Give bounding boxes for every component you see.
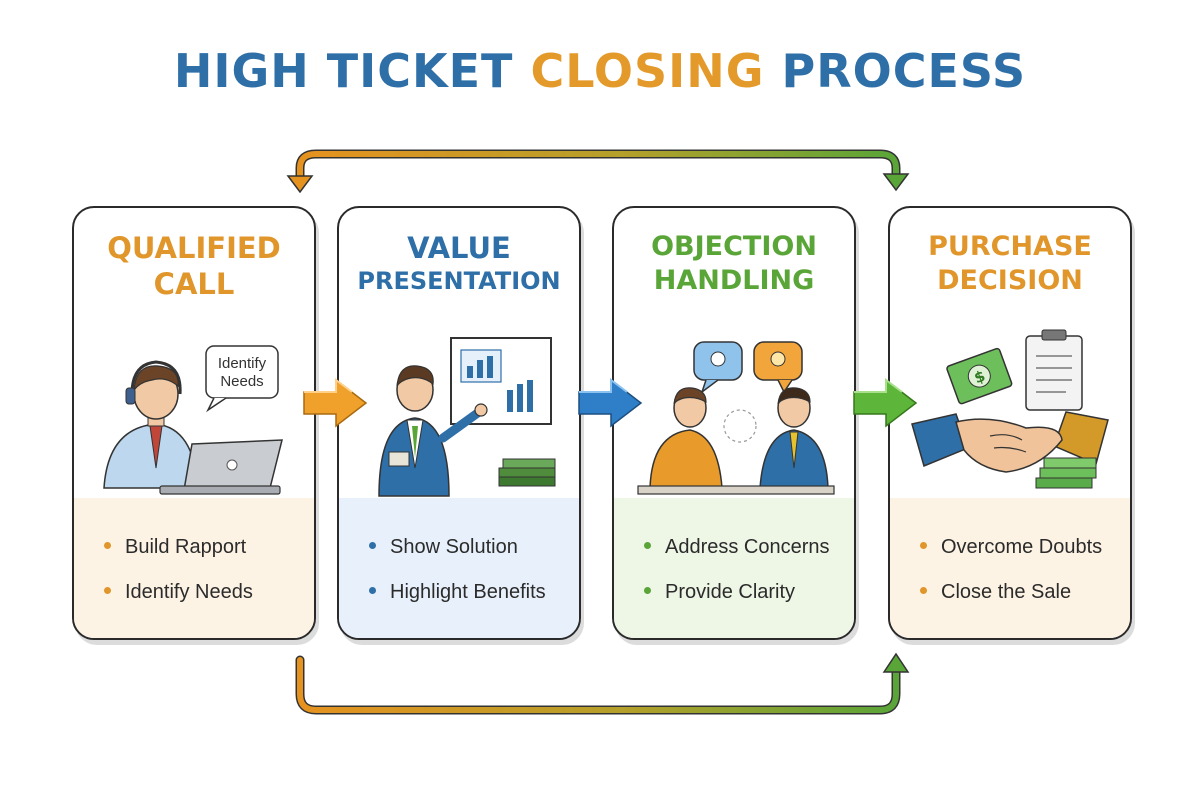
stage-title: OBJECTION HANDLING bbox=[614, 230, 854, 298]
stage-bullets: Overcome Doubts Close the Sale bbox=[890, 498, 1130, 638]
bullet-text: Highlight Benefits bbox=[390, 581, 546, 603]
bullet-text: Build Rapport bbox=[125, 536, 247, 558]
stage-title-line-2: PRESENTATION bbox=[357, 267, 561, 296]
stage-title: PURCHASE DECISION bbox=[890, 230, 1130, 298]
bullet-text: Show Solution bbox=[390, 536, 518, 558]
title-part-1: HIGH TICKET bbox=[173, 44, 531, 98]
title-part-2: CLOSING bbox=[530, 44, 765, 98]
bottom-loop-arrow-icon bbox=[295, 652, 910, 715]
stage-card-qualified-call: QUALIFIED CALL Identify Needs Build Rapp… bbox=[72, 206, 316, 640]
stage-title-line-1: PURCHASE bbox=[928, 231, 1092, 262]
stage-title-line-1: OBJECTION bbox=[651, 231, 817, 262]
stage-title-line-1: QUALIFIED bbox=[107, 231, 281, 265]
stage-title: QUALIFIED CALL bbox=[74, 230, 314, 303]
arrow-right-icon bbox=[578, 378, 643, 428]
stage-title-line-2: HANDLING bbox=[653, 264, 815, 296]
bullet-item: Identify Needs bbox=[104, 581, 253, 604]
diagram-title: HIGH TICKET CLOSING PROCESS bbox=[0, 44, 1200, 98]
bullet-text: Overcome Doubts bbox=[941, 536, 1103, 558]
bullet-item: Highlight Benefits bbox=[369, 581, 546, 604]
handshake-illustration: $ bbox=[911, 329, 1109, 489]
bullet-item: Overcome Doubts bbox=[920, 536, 1102, 559]
bullet-item: Build Rapport bbox=[104, 536, 246, 559]
bullet-dot-icon bbox=[104, 542, 111, 550]
stage-title: VALUE PRESENTATION bbox=[339, 230, 579, 296]
stage-card-value-presentation: VALUE PRESENTATION Show Solution Highlig… bbox=[337, 206, 581, 640]
bullet-dot-icon bbox=[920, 542, 927, 550]
bullet-text: Provide Clarity bbox=[665, 581, 796, 603]
arrow-right-icon bbox=[853, 378, 918, 428]
bubble-line-1: Identify bbox=[218, 355, 267, 372]
bullet-text: Close the Sale bbox=[941, 581, 1072, 603]
bubble-line-2: Needs bbox=[220, 373, 263, 390]
stage-bullets: Build Rapport Identify Needs bbox=[74, 498, 314, 638]
bullet-dot-icon bbox=[644, 542, 651, 550]
bullet-dot-icon bbox=[369, 542, 376, 550]
stage-card-objection-handling: OBJECTION HANDLING Address Concerns Prov… bbox=[612, 206, 856, 640]
bullet-dot-icon bbox=[644, 587, 651, 595]
title-part-3: PROCESS bbox=[764, 44, 1027, 98]
bullet-item: Show Solution bbox=[369, 536, 518, 559]
bullet-dot-icon bbox=[369, 587, 376, 595]
arrow-right-icon bbox=[303, 378, 368, 428]
bullet-dot-icon bbox=[104, 587, 111, 595]
stage-title-line-1: VALUE bbox=[407, 231, 511, 265]
bullet-text: Identify Needs bbox=[125, 581, 253, 603]
stage-bullets: Address Concerns Provide Clarity bbox=[614, 498, 854, 638]
presenter-illustration bbox=[378, 337, 556, 497]
discussion-illustration bbox=[637, 341, 835, 495]
top-loop-arrow-icon bbox=[286, 149, 910, 194]
stage-card-purchase-decision: PURCHASE DECISION $ Overcome Doubts Clos… bbox=[888, 206, 1132, 640]
salesperson-illustration: Identify Needs bbox=[103, 345, 283, 495]
stage-bullets: Show Solution Highlight Benefits bbox=[339, 498, 579, 638]
bullet-dot-icon bbox=[920, 587, 927, 595]
bullet-item: Close the Sale bbox=[920, 581, 1071, 604]
bullet-text: Address Concerns bbox=[665, 536, 830, 558]
bullet-item: Provide Clarity bbox=[644, 581, 795, 604]
stage-title-line-2: DECISION bbox=[937, 264, 1083, 296]
bullet-item: Address Concerns bbox=[644, 536, 830, 559]
stage-title-line-2: CALL bbox=[153, 267, 235, 302]
